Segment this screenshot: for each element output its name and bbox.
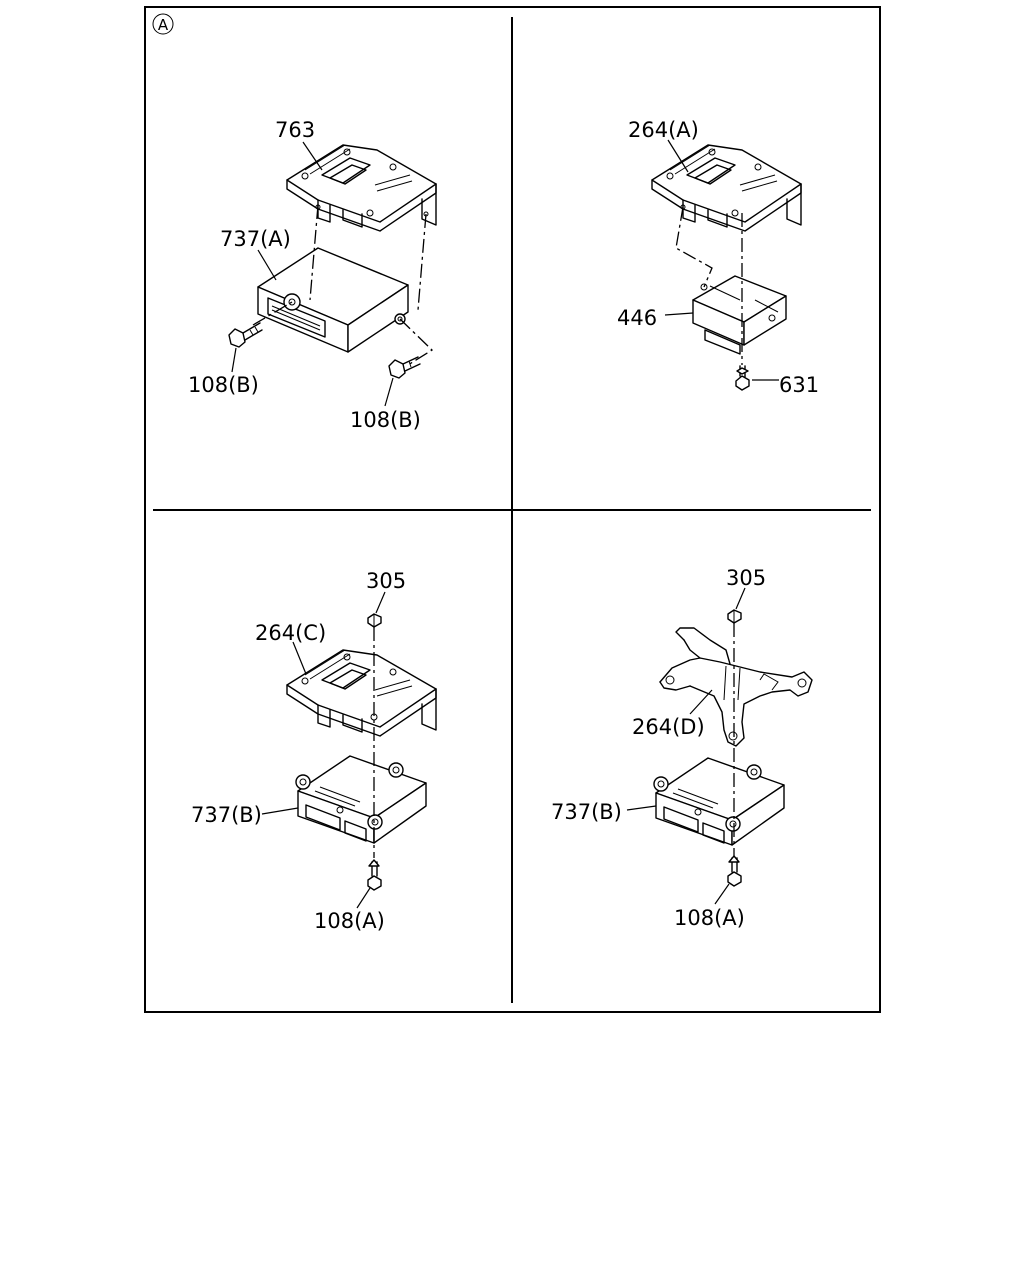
bolt-108a-right <box>727 855 742 887</box>
label-108b-left: 108(B) <box>188 373 259 397</box>
nut-305-left <box>367 613 382 628</box>
label-763: 763 <box>275 118 315 142</box>
label-108a-left: 108(A) <box>314 909 385 933</box>
label-264d: 264(D) <box>632 715 705 739</box>
screw-631 <box>735 365 750 391</box>
view-marker-letter: A <box>158 16 169 34</box>
panel-bottom-left: 305 264(C) 737(B) 108(A) <box>191 569 437 933</box>
nut-305-right <box>727 609 742 624</box>
bolt-108b-right <box>388 356 421 379</box>
bracket-264d <box>659 627 813 747</box>
module-737b-left <box>295 755 427 844</box>
label-737a: 737(A) <box>220 227 291 251</box>
bracket-763 <box>286 144 437 232</box>
label-264c: 264(C) <box>255 621 326 645</box>
bolt-108a-left <box>367 859 382 891</box>
view-marker: A <box>152 13 174 35</box>
label-264a: 264(A) <box>628 118 699 142</box>
panel-top-left: 763 737(A) 108(B) 108(B) <box>188 118 437 432</box>
bracket-264c <box>286 649 437 737</box>
label-631: 631 <box>779 373 819 397</box>
label-737b-right: 737(B) <box>551 800 622 824</box>
diagram-frame <box>144 6 881 1013</box>
module-737a <box>257 247 409 353</box>
bolt-108b-left <box>228 322 263 348</box>
label-446: 446 <box>617 306 657 330</box>
label-305-left: 305 <box>366 569 406 593</box>
label-108a-right: 108(A) <box>674 906 745 930</box>
label-737b-left: 737(B) <box>191 803 262 827</box>
module-446 <box>692 275 787 355</box>
panel-bottom-right: 305 264(D) 737(B) 108(A) <box>551 566 813 930</box>
label-305-right: 305 <box>726 566 766 590</box>
module-737b-right <box>653 757 785 846</box>
panel-top-right: 264(A) 446 631 <box>617 118 819 397</box>
label-108b-right: 108(B) <box>350 408 421 432</box>
bracket-264a <box>651 144 802 232</box>
